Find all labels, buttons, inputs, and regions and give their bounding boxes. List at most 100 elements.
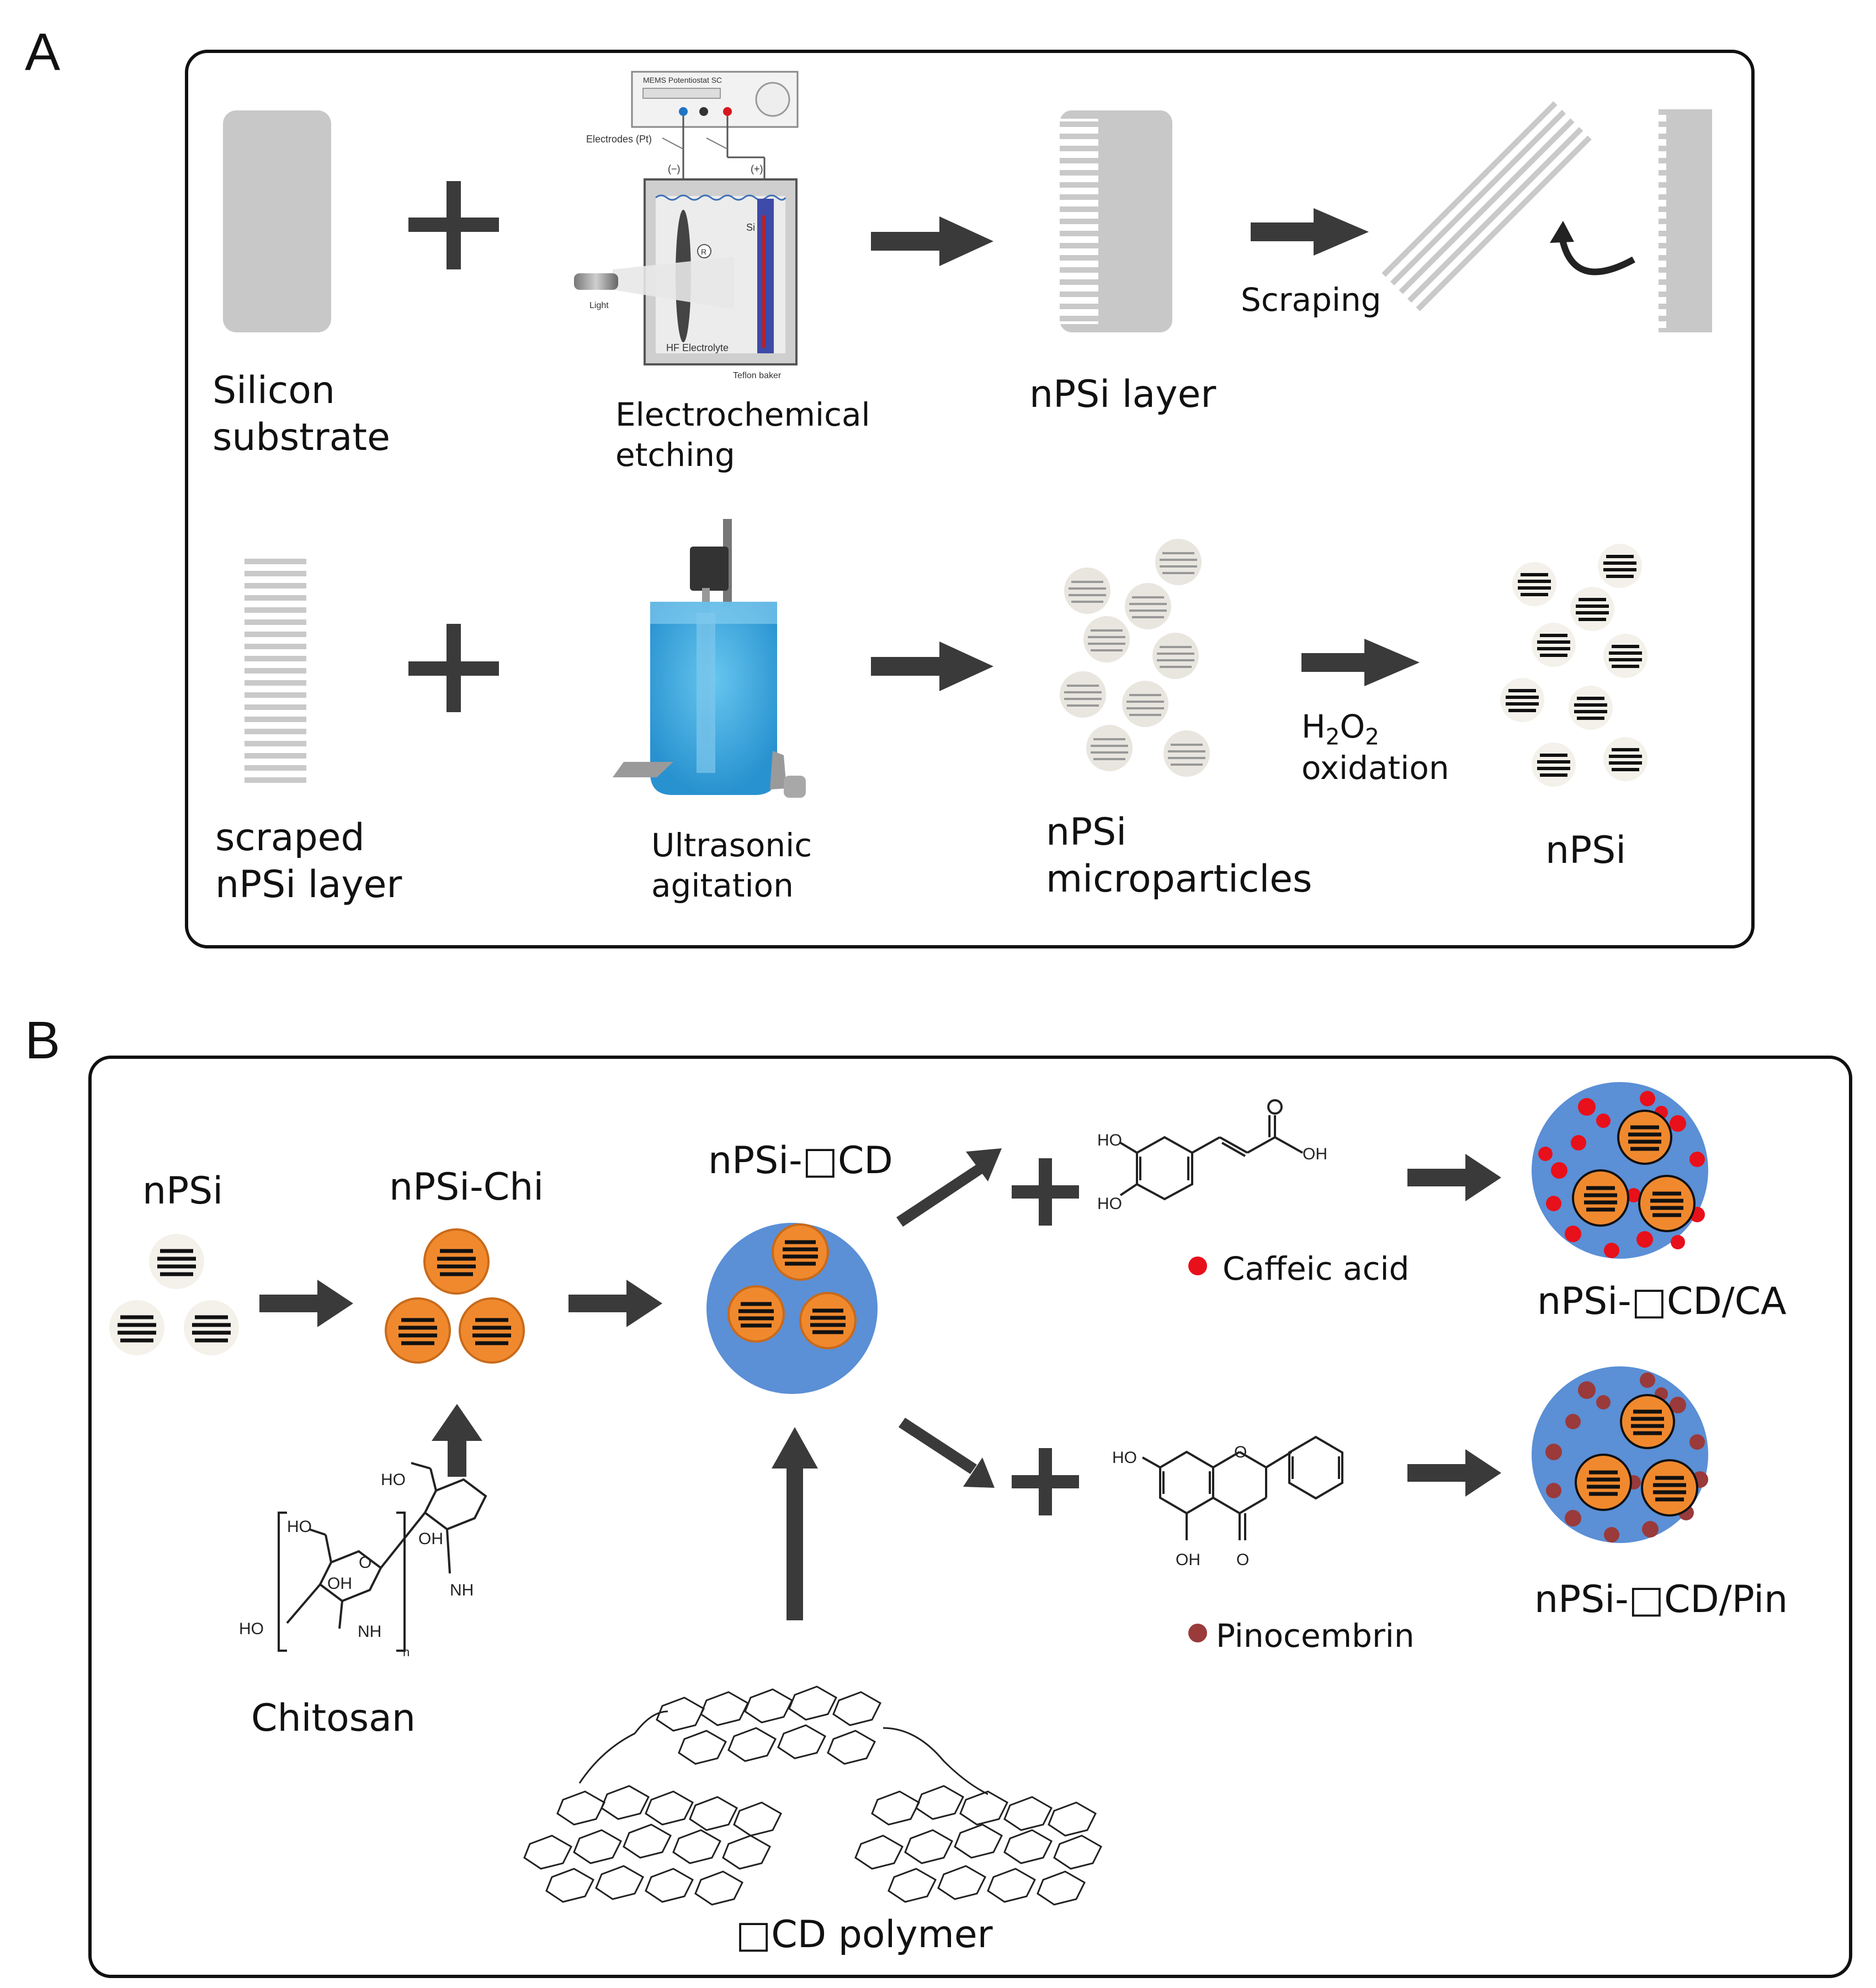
chitosan-oh-2: OH bbox=[418, 1530, 443, 1548]
microparticle bbox=[1155, 539, 1202, 585]
reference-label: R bbox=[701, 247, 706, 256]
npsi-label-b: nPSi bbox=[142, 1169, 224, 1213]
npsi-particle bbox=[1570, 587, 1614, 631]
caffeic-acid-dot bbox=[1188, 1257, 1207, 1275]
arrow-diag-up bbox=[896, 1148, 1002, 1227]
pinocembrin-ring-o: O bbox=[1234, 1443, 1247, 1461]
caffeic-acid-structure bbox=[1119, 1099, 1303, 1201]
caffeic-ho-1: HO bbox=[1097, 1131, 1122, 1149]
si-label: Si bbox=[746, 222, 755, 233]
scraping-illustration bbox=[1377, 97, 1712, 332]
npsi-layer-block bbox=[1060, 110, 1172, 332]
npsi-particle bbox=[1603, 737, 1648, 781]
caffeic-oh: OH bbox=[1303, 1145, 1327, 1163]
light-label: Light bbox=[589, 301, 609, 310]
potentiostat-label: MEMS Potentiostat SC bbox=[643, 76, 722, 84]
npsi-final-label: nPSi bbox=[1545, 829, 1627, 872]
npsi-cd-ca-particle bbox=[1532, 1082, 1708, 1259]
panel-b-frame bbox=[88, 1056, 1852, 1978]
chitosan-structure bbox=[278, 1462, 487, 1652]
microparticle bbox=[1125, 583, 1171, 629]
microparticle bbox=[1083, 616, 1130, 662]
arrow-to-ca bbox=[1407, 1154, 1501, 1201]
electrodes-label: Electrodes (Pt) bbox=[586, 134, 652, 145]
npsi-particle bbox=[1603, 634, 1648, 678]
caffeic-ho-2: HO bbox=[1097, 1195, 1122, 1213]
pinocembrin-keto-o: O bbox=[1236, 1551, 1249, 1569]
chitosan-ho-2: HO bbox=[239, 1620, 264, 1638]
plus-terminal-label: (+) bbox=[751, 163, 763, 174]
npsi-chi-label: nPSi-Chi bbox=[389, 1165, 544, 1209]
arrow-up-cd-polymer bbox=[772, 1427, 818, 1620]
etching-cell-illustration: MEMS Potentiostat SC Electrodes (Pt) (−)… bbox=[574, 71, 799, 380]
ultrasonic-agitation-label: Ultrasonic agitation bbox=[651, 826, 812, 904]
oxidized-npsi-group bbox=[1500, 544, 1648, 787]
arrow-up-chitosan bbox=[432, 1404, 482, 1477]
arrow-a1 bbox=[871, 216, 993, 266]
chitosan-o-1: O bbox=[359, 1554, 371, 1572]
plus-sign-a2 bbox=[408, 624, 499, 712]
chitosan-nh2-1: NH bbox=[358, 1623, 381, 1641]
microparticles-group bbox=[1060, 539, 1210, 777]
arrow-a4 bbox=[1301, 639, 1420, 686]
scraping-label: Scraping bbox=[1241, 281, 1381, 319]
caffeic-acid-label: Caffeic acid bbox=[1223, 1250, 1410, 1287]
scraped-npsi-layer bbox=[245, 559, 306, 785]
silicon-substrate-block bbox=[223, 110, 331, 332]
npsi-cd-label: nPSi-□CD bbox=[708, 1139, 893, 1183]
microparticle bbox=[1163, 730, 1210, 777]
chitosan-ho-1: HO bbox=[287, 1518, 312, 1536]
hf-electrolyte-label: HF Electrolyte bbox=[666, 342, 729, 353]
minus-terminal-label: (−) bbox=[668, 163, 681, 174]
scraped-npsi-layer-label: scraped nPSi layer bbox=[215, 816, 402, 906]
pinocembrin-structure bbox=[1142, 1435, 1343, 1540]
electrochemical-etching-label: Electrochemical etching bbox=[615, 396, 870, 474]
pinocembrin-label: Pinocembrin bbox=[1216, 1617, 1415, 1655]
light-source bbox=[574, 273, 618, 290]
arrow-b2 bbox=[568, 1280, 662, 1327]
npsi-layer-label: nPSi layer bbox=[1029, 373, 1216, 416]
npsi-chi-trio bbox=[385, 1228, 525, 1364]
arrow-a3 bbox=[871, 642, 993, 691]
npsi-trio bbox=[109, 1234, 239, 1355]
npsi-particle bbox=[1532, 743, 1576, 787]
electrode-terminal-red bbox=[723, 107, 732, 116]
silicon-substrate-label: Silicon substrate bbox=[212, 369, 390, 459]
panel-a-frame bbox=[185, 50, 1755, 948]
microparticle bbox=[1060, 671, 1106, 718]
plus-sign-b2 bbox=[1012, 1448, 1079, 1515]
arrow-b1 bbox=[259, 1280, 353, 1327]
arrow-to-pin bbox=[1407, 1449, 1501, 1497]
npsi-cd-pin-particle bbox=[1532, 1366, 1708, 1543]
npsi-particle bbox=[1512, 562, 1556, 606]
npsi-particle bbox=[1569, 686, 1613, 730]
npsi-cd-particle bbox=[706, 1223, 878, 1394]
pinocembrin-ho: HO bbox=[1112, 1449, 1137, 1467]
chitosan-label: Chitosan bbox=[251, 1697, 416, 1740]
microparticle bbox=[1122, 681, 1168, 727]
curved-arrow-icon bbox=[1559, 236, 1635, 275]
npsi-particle bbox=[1500, 678, 1544, 722]
arrow-diag-down bbox=[899, 1418, 995, 1488]
npsi-particle bbox=[1532, 623, 1576, 667]
microparticle bbox=[1086, 725, 1133, 771]
panel-b-letter: B bbox=[25, 1011, 61, 1070]
pinocembrin-oh: OH bbox=[1176, 1551, 1200, 1569]
chitosan-ho-3: HO bbox=[381, 1471, 406, 1489]
chitosan-nh2-2: NH bbox=[450, 1581, 474, 1599]
npsi-particle bbox=[1598, 544, 1642, 588]
oxidation-label: oxidation bbox=[1301, 749, 1449, 787]
plus-sign-a1 bbox=[408, 181, 499, 269]
ultrasonic-illustration bbox=[613, 519, 806, 798]
chitosan-oh-1: OH bbox=[327, 1575, 352, 1593]
npsi-cd-pin-label: nPSi-□CD/Pin bbox=[1534, 1578, 1788, 1621]
npsi-microparticles-label: nPSi microparticles bbox=[1046, 810, 1312, 901]
microparticle bbox=[1152, 633, 1199, 679]
pinocembrin-dot bbox=[1188, 1624, 1207, 1642]
electrode-terminal-black bbox=[699, 107, 708, 116]
arrow-a2 bbox=[1251, 208, 1369, 256]
cd-polymer-structure bbox=[523, 1685, 1102, 1906]
cd-polymer-label: □CD polymer bbox=[736, 1913, 993, 1957]
h2o2-label: H2O2 bbox=[1301, 708, 1379, 750]
